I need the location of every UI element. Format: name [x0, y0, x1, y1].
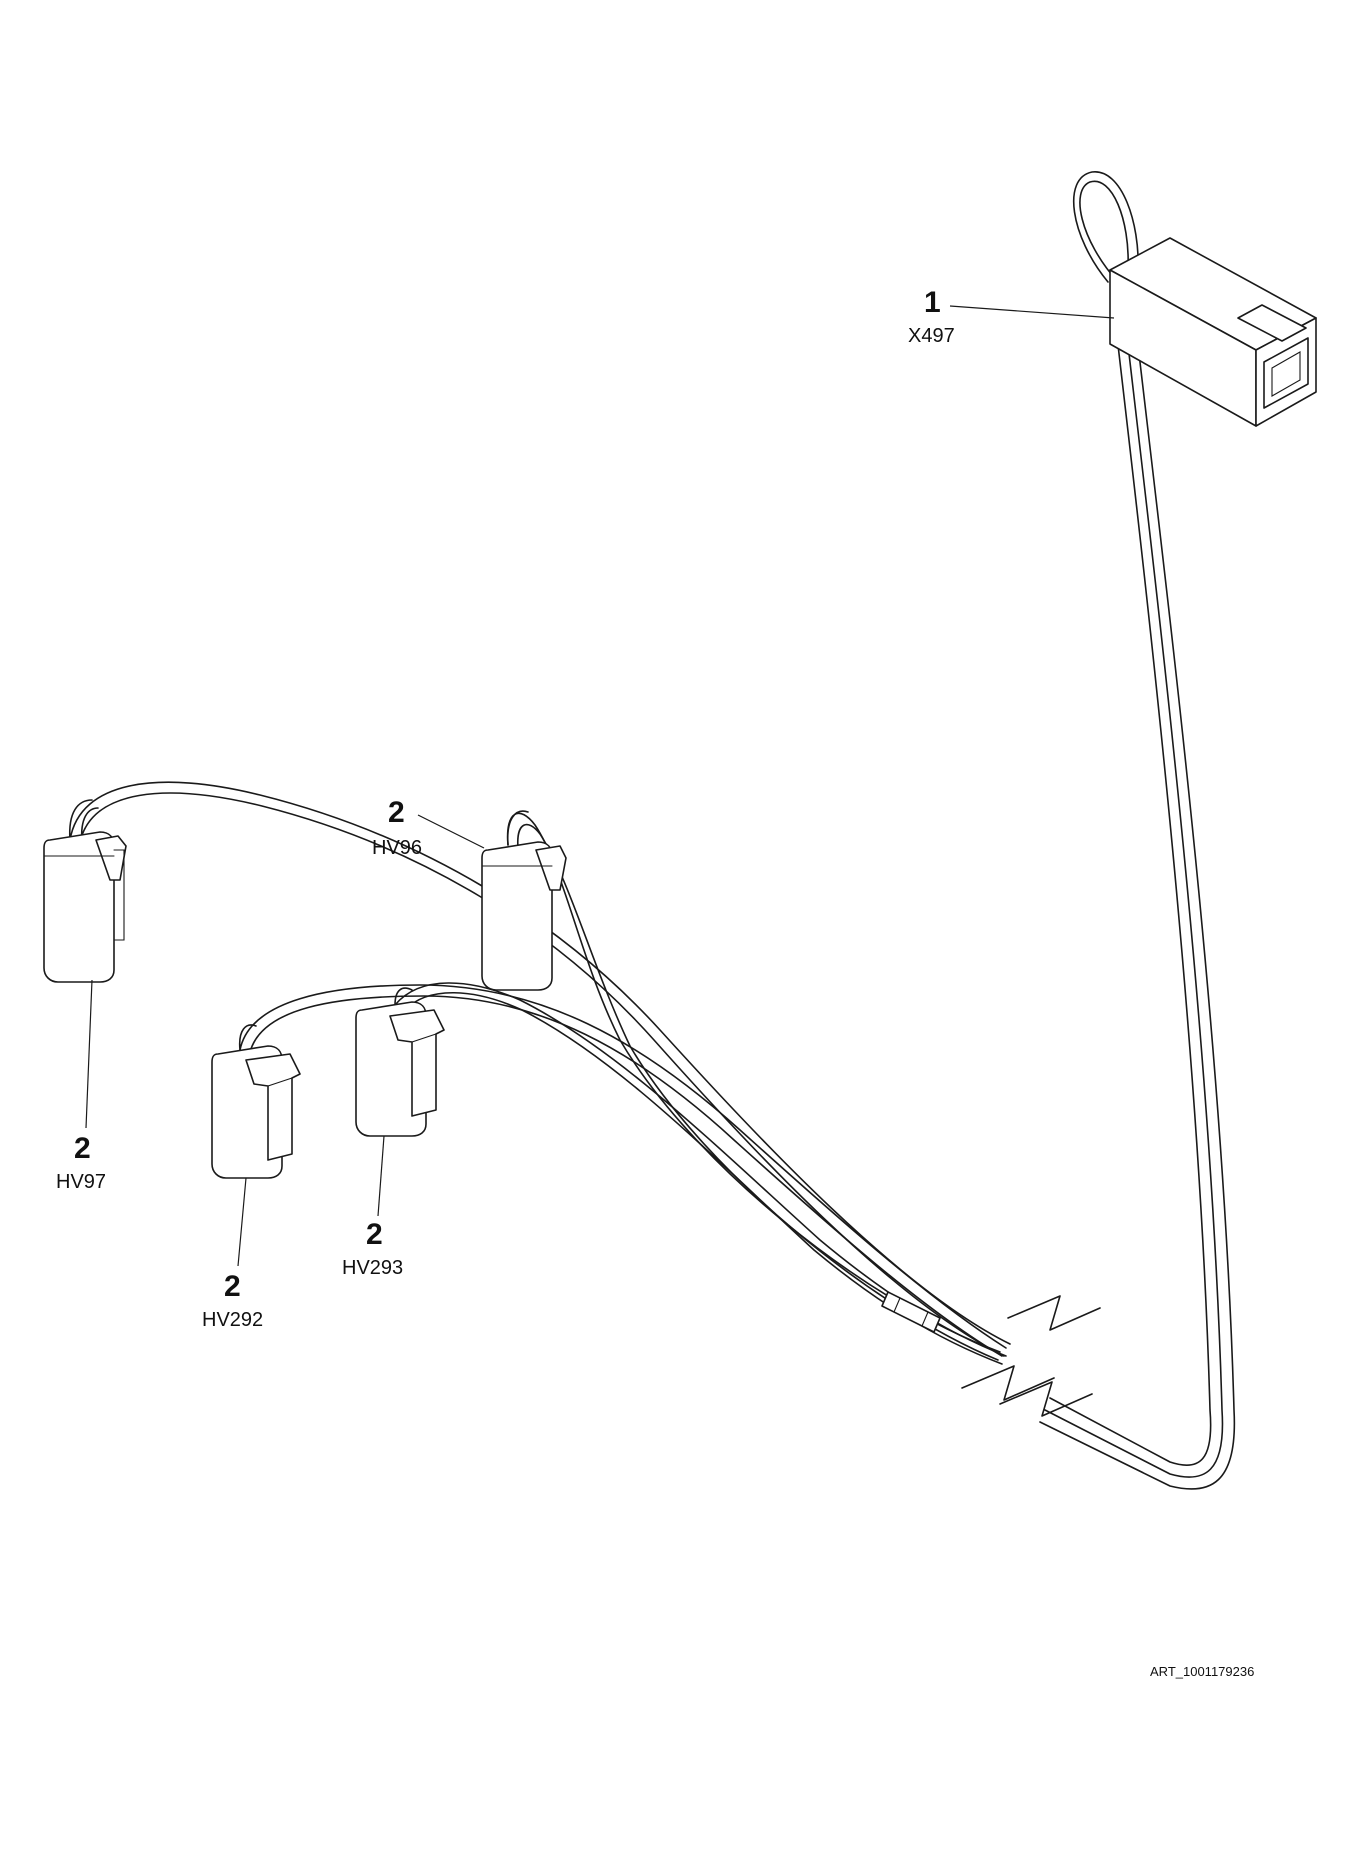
main-trunk: [1039, 344, 1236, 1490]
callout-code: HV96: [372, 837, 422, 859]
callout-code: HV292: [202, 1309, 263, 1331]
callout-x497: 1 X497: [908, 286, 955, 347]
hv293-connector[interactable]: [355, 987, 445, 1137]
callout-code: X497: [908, 325, 955, 347]
callout-number: 2: [388, 796, 405, 829]
callout-number: 2: [366, 1218, 383, 1251]
hv97-connector[interactable]: [43, 799, 127, 983]
callout-hv97: 2 HV97: [56, 1132, 106, 1193]
callout-code: HV97: [56, 1171, 106, 1193]
splice-sleeve: [881, 1291, 941, 1333]
x497-connector[interactable]: [1072, 171, 1317, 427]
callout-number: 2: [224, 1270, 241, 1303]
hv292-connector[interactable]: [211, 1024, 301, 1179]
break-marks: [961, 1295, 1101, 1417]
hv96-connector[interactable]: [481, 810, 567, 991]
callout-code: HV293: [342, 1257, 403, 1279]
art-id: ART_1001179236: [1150, 1664, 1254, 1679]
callout-hv292: 2 HV292: [202, 1270, 263, 1331]
callout-hv96: 2 HV96: [372, 796, 422, 859]
callout-number: 1: [924, 286, 941, 319]
leader-lines: [85, 305, 1115, 1267]
callout-hv293: 2 HV293: [342, 1218, 403, 1279]
callout-number: 2: [74, 1132, 91, 1165]
